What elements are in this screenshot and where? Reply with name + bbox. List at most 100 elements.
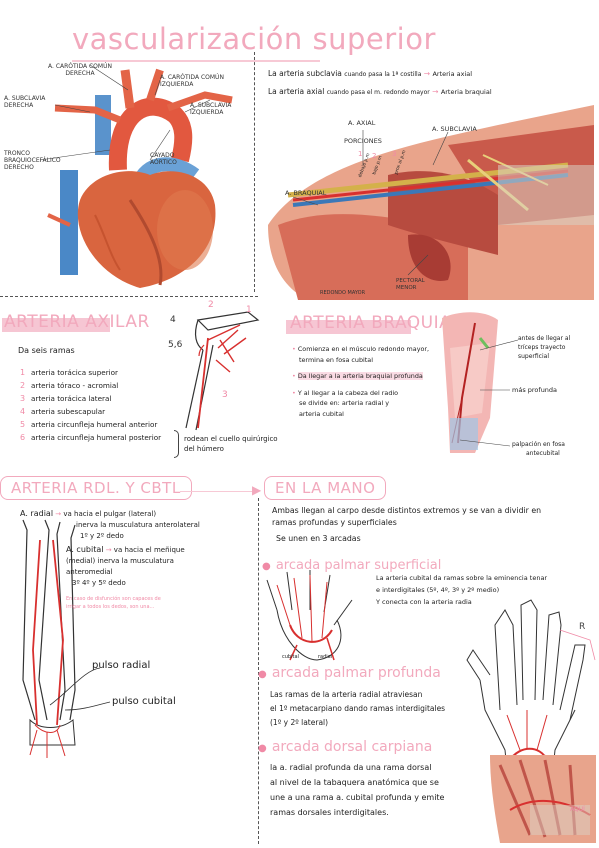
divider-vertical-bottom: [258, 498, 259, 844]
arrow-icon: →: [55, 510, 62, 518]
braquial-bullet-3: • Y al llegar a la cabeza del radio: [292, 388, 399, 397]
radial-line-c: inerva la musculatura anterolateral: [76, 521, 200, 529]
brace-note-line-2: del húmero: [184, 445, 224, 453]
header-highlight-braquial: [286, 320, 411, 334]
sup-title-row: ● arcada palmar superficial: [262, 554, 441, 573]
label-porciones: PORCIONES: [344, 137, 382, 145]
hand-mark-r: R: [579, 622, 586, 632]
arrow-icon: →: [423, 69, 431, 78]
dor-notes: la a. radial profunda da una rama dorsal…: [270, 760, 500, 820]
hand-superficial-illustration: [266, 570, 353, 661]
prof-title-row: ● arcada palmar profunda: [258, 662, 441, 681]
sup-line-c: Y conecta con la arteria radia: [376, 598, 472, 606]
braquial-fig-note-2: más profunda: [512, 386, 558, 394]
bullet-icon: •: [292, 388, 296, 397]
braquial-leader-lines: [459, 339, 519, 447]
braquial-fig-note-1b: tríceps trayecto: [518, 344, 566, 351]
sup-line-b: e interdigitales (5º, 4º, 3º y 2º medio): [376, 586, 500, 594]
cubital-line-d: anteromedial: [66, 568, 113, 576]
shoulder-illustration: [268, 105, 594, 300]
label-pectoral-menor: PECTORAL MENOR: [396, 278, 425, 291]
bullet-icon: ●: [258, 669, 267, 680]
label-aqui: AQUÍ: [570, 806, 585, 813]
axilar-arm-illustration: [185, 311, 260, 431]
rdl-note-a: En caso de disfunción son capaces de: [66, 596, 161, 602]
bullet-icon: ●: [262, 561, 271, 572]
label-carotida-comun-derecha: A. CARÓTIDA COMÚN DERECHA: [48, 63, 112, 77]
dor-line-a: la a. radial profunda da una rama dorsal: [270, 763, 432, 772]
sup-title: arcada palmar superficial: [275, 558, 442, 573]
rdl-note-b: irrigar a todos los dedos, son una...: [66, 604, 155, 610]
braquial-fig-note-3: palpación en fosa antecubital: [512, 440, 565, 458]
cubital-line-c: (medial) inerva la musculatura: [66, 557, 174, 565]
prof-line-b: el 1º metacarpiano dando ramas interdigi…: [270, 704, 446, 713]
mano-intro-a: Ambas llegan al carpo desde distintos ex…: [272, 506, 542, 515]
arrow-icon: →: [432, 87, 439, 96]
braquial-bullet-2: • Da llegar a la arteria braquial profun…: [292, 372, 423, 380]
rdl-notes: A. radial → va hacia el pulgar (lateral)…: [20, 508, 250, 611]
label-tronco-braquiocefalico: TRONCO BRAQUIOCEFÁLICO DERECHO: [4, 150, 61, 171]
axilar-fig-num-2: 2: [208, 300, 214, 310]
sup-notes: La arteria cubital da ramas sobre la emi…: [376, 572, 596, 608]
cubital-line: A. cubital → va hacia el meñique: [66, 545, 185, 554]
label-cayado-aortico: CAYADO AÓRTICO: [150, 152, 177, 166]
pulso-radial-label: pulso radial: [92, 660, 151, 671]
header-highlight-axilar: [2, 318, 110, 332]
pulso-cubital-label: pulso cubital: [112, 696, 176, 707]
axilar-fig-num-56: 5,6: [168, 340, 183, 350]
pulse-leader-lines: [49, 667, 111, 711]
braquial-fig-note-3b: antecubital: [526, 450, 560, 457]
dor-title-row: ● arcada dorsal carpiana: [258, 736, 432, 755]
hand-dorsal-illustration: [490, 755, 596, 843]
axilar-fig-num-3: 3: [222, 390, 228, 400]
cubital-line-e: 3º 4º y 5º dedo: [72, 579, 126, 587]
radial-line: A. radial → va hacia el pulgar (lateral): [20, 509, 157, 518]
label-arteria-axial: A. AXIAL: [348, 119, 376, 127]
braquial-fig-note-1c: superficial: [518, 353, 549, 360]
braquial-fig-note-1a: antes de llegar al: [518, 335, 571, 342]
label-subclavia-izquierda: A. SUBCLAVIA IZQUIERDA: [190, 102, 232, 116]
porcion-num-3: 3: [392, 150, 397, 158]
dor-line-b: al nivel de la tabaquera anatómica que s…: [270, 778, 439, 787]
intro-line1-result: Arteria axial: [432, 70, 473, 78]
prof-line-a: Las ramas de la arteria radial atraviesa…: [270, 690, 423, 699]
brace-note: rodean el cuello quirúrgico del húmero: [184, 434, 278, 454]
arrow-right-icon: ▶: [252, 483, 262, 497]
divider-horizontal-1: [0, 296, 258, 297]
dor-line-c: une a una rama a. cubital profunda y emi…: [270, 793, 445, 802]
heart-illustration: [39, 64, 233, 288]
prof-notes: Las ramas de la arteria radial atraviesa…: [270, 688, 470, 730]
title-underline: [72, 60, 320, 62]
fig-label-cubital: cubital: [282, 654, 299, 660]
braquial-fig-note-1: antes de llegar al tríceps trayecto supe…: [518, 334, 598, 361]
axilar-fig-num-1: 1: [246, 305, 252, 315]
intro-line-2: La arteria axial cuando pasa el m. redon…: [268, 86, 598, 98]
bullet-icon: ●: [258, 743, 267, 754]
braquial-bullet-1-cont: termina en fosa cubital: [299, 355, 373, 364]
label-braquial-shoulder: A. BRAQUIAL: [285, 189, 327, 197]
header-en-la-mano: EN LA MANO: [264, 476, 387, 500]
label-redondo-mayor: REDONDO MAYOR: [320, 290, 366, 296]
header-arteria-axilar: ARTERIA AXILAR: [4, 312, 150, 332]
axilar-fig-num-4: 4: [170, 315, 176, 325]
bullet-icon: •: [292, 345, 296, 353]
dor-line-d: ramas dorsales interdigitales.: [270, 808, 389, 817]
braquial-arm-illustration: [442, 312, 498, 453]
intro-line2-condition: cuando pasa el m. redondo mayor: [326, 89, 430, 96]
label-subclavia-derecha: A. SUBCLAVIA DERECHA: [4, 95, 46, 109]
braquial-notes: • Comienza en el músculo redondo mayor, …: [292, 344, 437, 419]
header-arteria-rdl-cbtl: ARTERIA RDL. Y CBTL: [0, 476, 192, 500]
mano-intro: Ambas llegan al carpo desde distintos ex…: [272, 505, 592, 545]
header-arteria-braquial: ARTERIA BRAQUIAL: [290, 313, 462, 333]
radial-line-d: 1º y 2º dedo: [80, 532, 124, 540]
mano-intro-c: Se unen en 3 arcadas: [276, 534, 361, 543]
brace-note-line-1: rodean el cuello quirúrgico: [184, 435, 278, 443]
mano-intro-b: ramas profundas y superficiales: [272, 518, 397, 527]
porcion-num-2: 2: [372, 152, 377, 160]
intro-line1-subject: La arteria subclavia: [268, 69, 342, 78]
